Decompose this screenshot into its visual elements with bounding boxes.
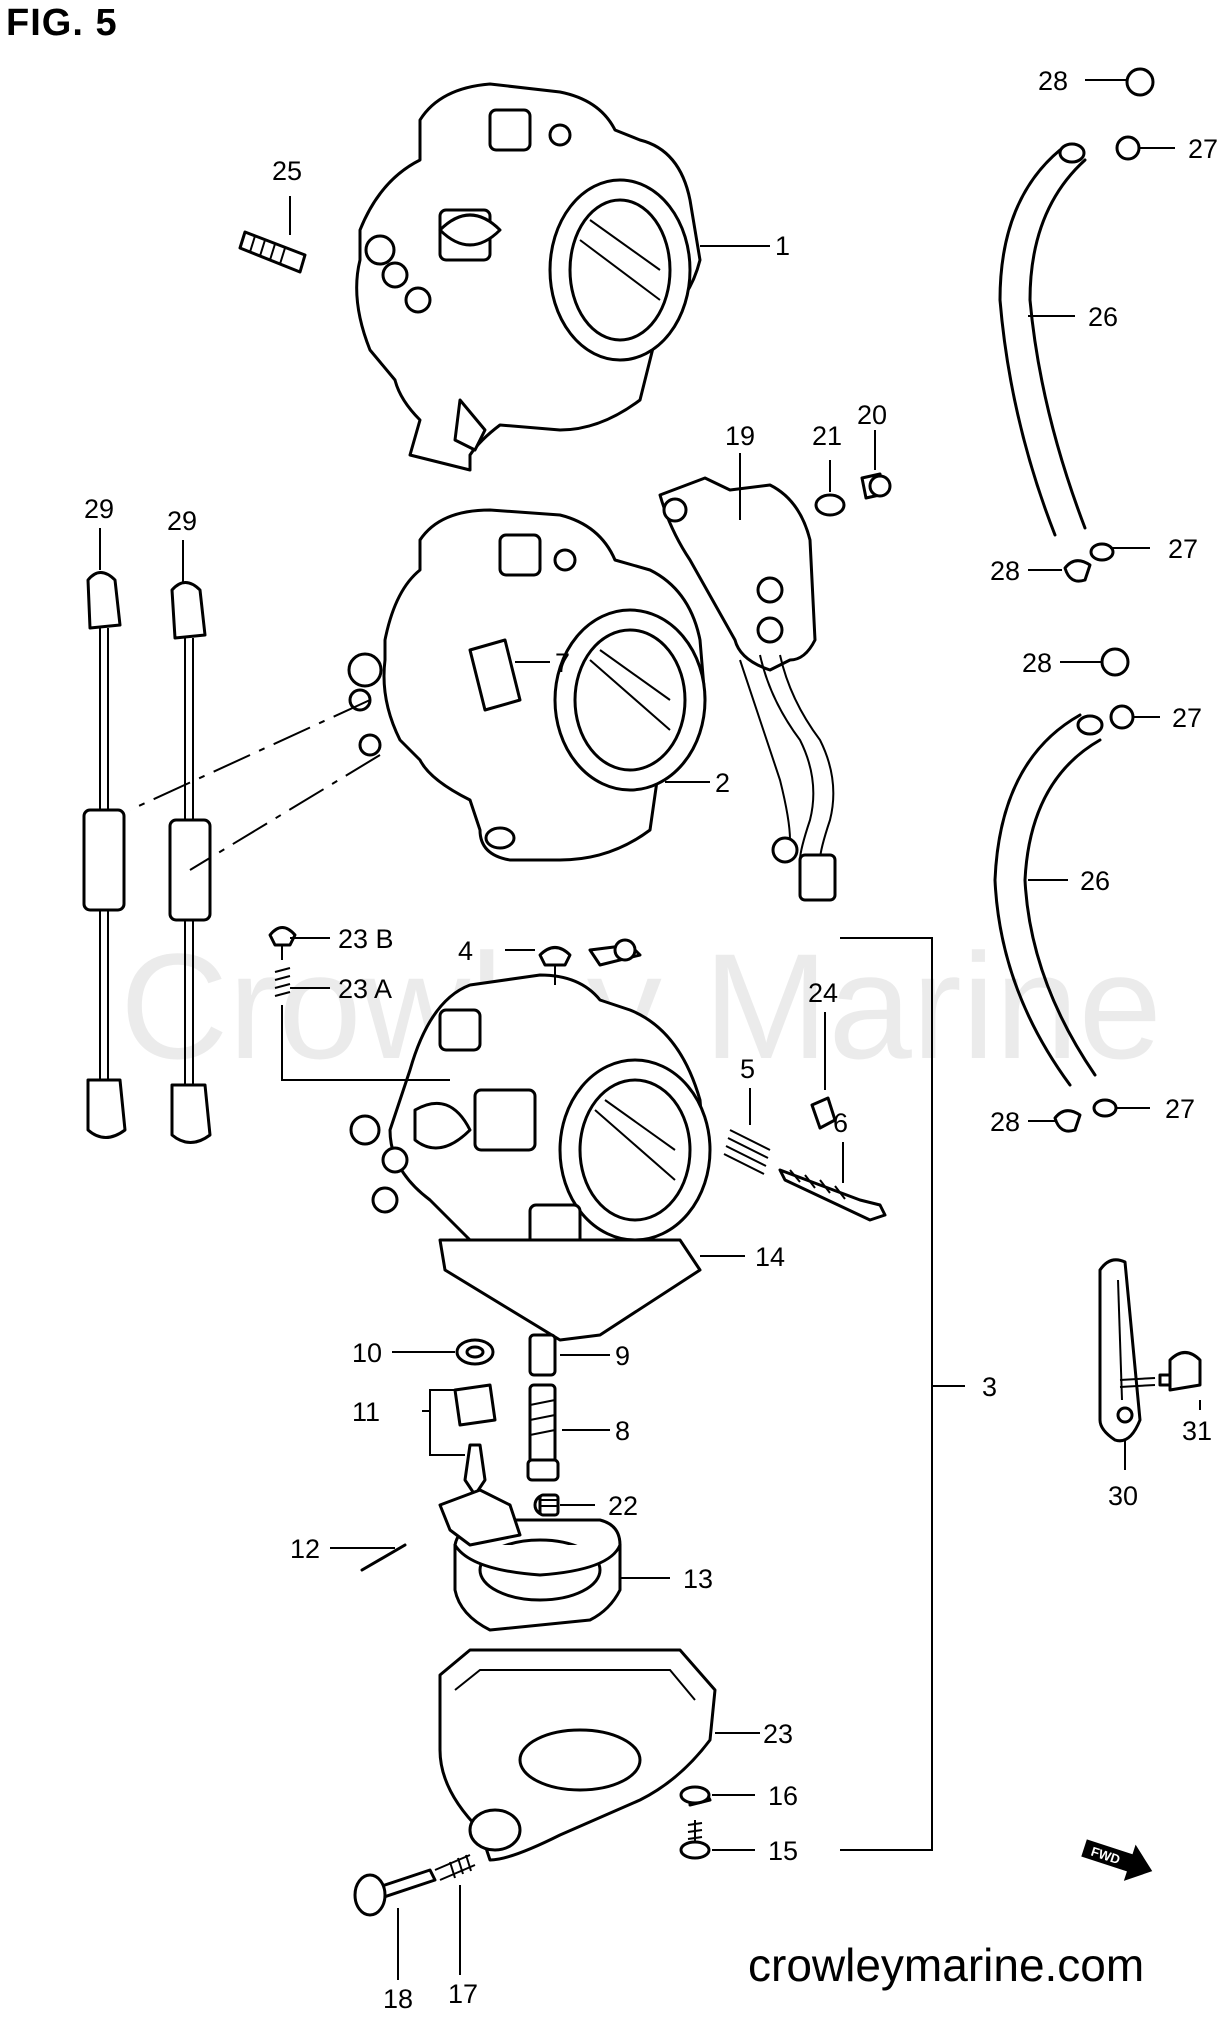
callout-27-d: 27	[1165, 1094, 1195, 1124]
callout-11: 11	[352, 1397, 380, 1427]
callout-27-c: 27	[1172, 703, 1202, 733]
fuel-hose-lower	[993, 713, 1104, 1087]
callout-12: 12	[290, 1534, 320, 1564]
callout-labels: 1 2 3 4 5 6 7 8 9 10 11 12 13 14 15 16 1…	[84, 66, 1218, 2014]
callout-4: 4	[458, 936, 473, 966]
float	[438, 1488, 622, 1632]
washer-16	[679, 1785, 711, 1805]
stud-25	[238, 230, 307, 274]
bracket-23a	[281, 1005, 450, 1081]
idle-screw-assembly	[353, 1854, 476, 1917]
callout-6: 6	[833, 1108, 848, 1138]
callout-30: 30	[1108, 1481, 1138, 1511]
screw-20	[860, 472, 892, 500]
jets-and-needle	[453, 1333, 560, 1497]
callout-24: 24	[808, 978, 838, 1008]
primer-solenoid	[658, 476, 837, 902]
fuel-hose-upper	[998, 142, 1087, 537]
callout-16: 16	[768, 1781, 798, 1811]
valve-seat-22	[538, 1493, 560, 1517]
gasket	[438, 1238, 702, 1342]
carburetor-3	[349, 973, 712, 1257]
callout-15: 15	[768, 1836, 798, 1866]
callout-20: 20	[857, 400, 887, 430]
callout-18: 18	[383, 1984, 413, 2014]
fwd-arrow-icon: FWD	[1078, 1830, 1158, 1887]
callout-23b: 23 B	[338, 924, 394, 954]
callout-8: 8	[615, 1416, 630, 1446]
callout-26-lower: 26	[1080, 866, 1110, 896]
callout-2: 2	[715, 768, 730, 798]
screw-15	[679, 1820, 711, 1860]
callout-17: 17	[448, 1979, 478, 2009]
callout-21: 21	[812, 421, 842, 451]
linkage-rods	[82, 571, 381, 1144]
callout-23: 23	[763, 1719, 793, 1749]
callout-19: 19	[725, 421, 755, 451]
callout-28-c: 28	[1022, 648, 1052, 678]
callout-1: 1	[775, 231, 790, 261]
carburetor-1	[355, 82, 702, 472]
callout-9: 9	[615, 1341, 630, 1371]
callout-27-a: 27	[1188, 134, 1218, 164]
float-bowl	[438, 1648, 717, 1862]
callout-27-b: 27	[1168, 534, 1198, 564]
hose-clips	[1053, 67, 1155, 1133]
leader-lines	[99, 79, 1201, 1980]
callout-28-a: 28	[1038, 66, 1068, 96]
callout-13: 13	[683, 1564, 713, 1594]
site-watermark: crowleymarine.com	[748, 1939, 1145, 1991]
callout-28-b: 28	[990, 556, 1020, 586]
carburetor-2	[347, 508, 707, 862]
callout-25: 25	[272, 156, 302, 186]
bolt-31	[1119, 1351, 1202, 1392]
callout-14: 14	[755, 1242, 785, 1272]
float-pin	[360, 1543, 407, 1572]
callout-7: 7	[555, 648, 570, 678]
callout-5: 5	[740, 1054, 755, 1084]
callout-26-upper: 26	[1088, 302, 1118, 332]
callout-28-d: 28	[990, 1107, 1020, 1137]
figure-title: FIG. 5	[6, 2, 118, 44]
small-fasteners	[268, 926, 887, 1222]
callout-22: 22	[608, 1491, 638, 1521]
washer-21	[814, 493, 846, 517]
bracket-30	[1098, 1258, 1142, 1443]
callout-31: 31	[1182, 1416, 1212, 1446]
callout-29-b: 29	[167, 506, 197, 536]
callout-29-a: 29	[84, 494, 114, 524]
callout-23a: 23 A	[338, 974, 392, 1004]
callout-3: 3	[982, 1372, 997, 1402]
callout-10: 10	[352, 1338, 382, 1368]
